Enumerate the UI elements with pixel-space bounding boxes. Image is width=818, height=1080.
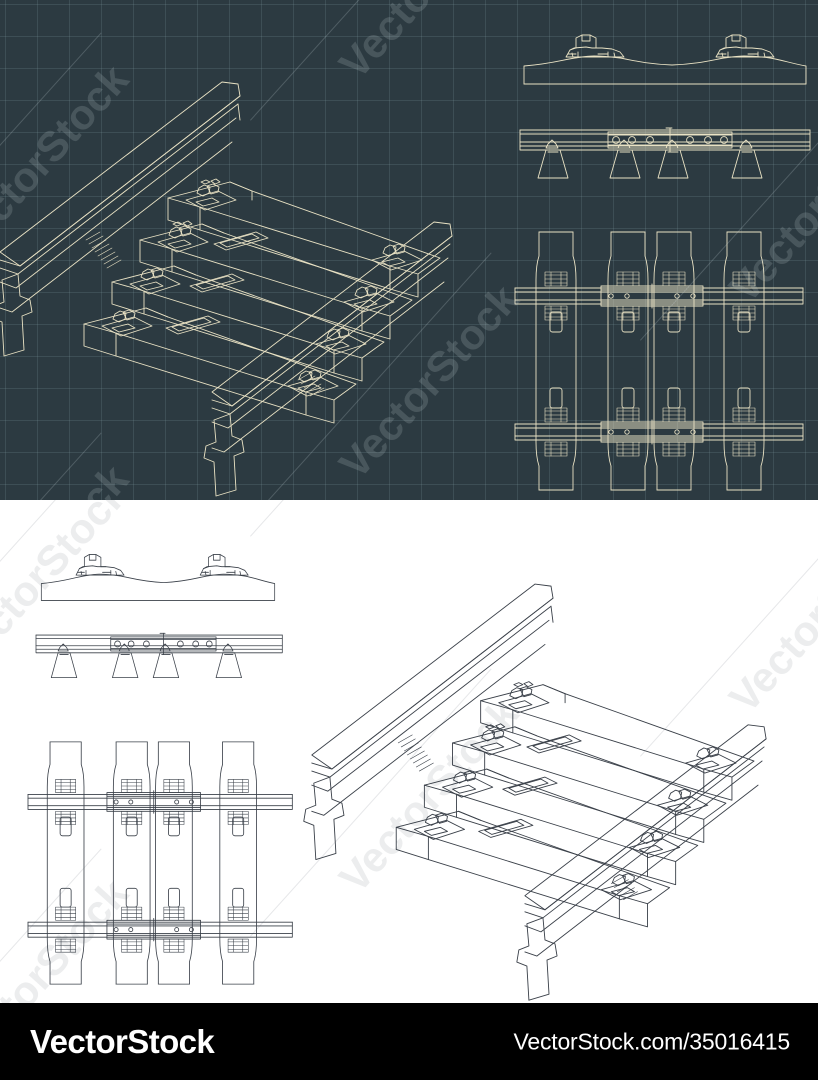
end-elevation-view-light bbox=[38, 548, 278, 606]
footer-bar: VectorStock VectorStock.com/35016415 bbox=[0, 1003, 818, 1080]
watermark-diagonal bbox=[250, 500, 492, 537]
side-elevation-view bbox=[519, 122, 812, 192]
watermark-text: VectorStock bbox=[330, 500, 528, 502]
vectorstock-logo: VectorStock bbox=[30, 1022, 215, 1060]
isometric-view-light bbox=[288, 562, 808, 1001]
end-elevation-view bbox=[520, 28, 810, 90]
plan-view-light bbox=[27, 740, 296, 986]
plan-view bbox=[514, 230, 807, 492]
blueprint-panel: VectorStock VectorStock VectorStock Vect… bbox=[0, 0, 818, 500]
vectorstock-url: VectorStock.com/35016415 bbox=[513, 1028, 791, 1054]
isometric-view bbox=[0, 60, 470, 497]
white-panel: VectorStock VectorStock VectorStock Vect… bbox=[0, 500, 818, 1003]
side-elevation-view-light bbox=[35, 628, 284, 690]
blueprint-grid bbox=[0, 0, 818, 500]
